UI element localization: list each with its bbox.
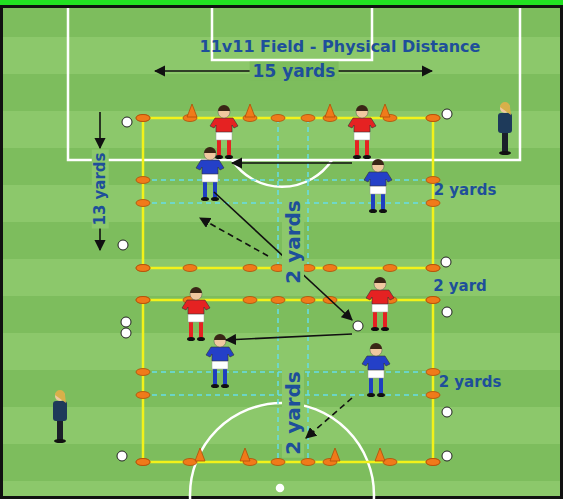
pass-arrow: [99, 112, 101, 148]
dimension-label: 2 yards: [439, 374, 502, 391]
ball: [118, 240, 128, 250]
ball: [442, 451, 452, 461]
flat-cone: [426, 459, 440, 466]
grass-stripe: [0, 333, 563, 370]
red-player: [348, 105, 376, 159]
blue-player: [206, 334, 234, 388]
flat-cone: [136, 265, 150, 272]
ball: [442, 109, 452, 119]
dimension-label: 13 yards: [92, 149, 109, 228]
tall-cone: [245, 104, 255, 117]
pass-arrow: [226, 334, 352, 340]
cyan-marker-lines: [143, 300, 433, 462]
flat-cone: [426, 265, 440, 272]
flat-cone: [136, 115, 150, 122]
ball: [441, 257, 451, 267]
flat-cone: [323, 265, 337, 272]
ball: [442, 307, 452, 317]
pass-arrow: [232, 162, 352, 164]
blue-player: [364, 159, 392, 213]
flat-cone: [136, 265, 150, 272]
ball: [122, 117, 132, 127]
flat-cone: [383, 459, 397, 466]
flat-cone: [136, 200, 150, 207]
tall-cone: [195, 448, 205, 461]
dimension-label: 2 yard: [433, 278, 487, 295]
flat-cone: [426, 369, 440, 376]
flat-cone: [426, 297, 440, 304]
ball: [117, 451, 127, 461]
flat-cone: [426, 200, 440, 207]
grass-stripe: [0, 148, 563, 185]
ball: [121, 328, 131, 338]
ball: [353, 321, 363, 331]
blue-player: [362, 343, 390, 397]
diagram-title: 11v11 Field - Physical Distance: [200, 38, 481, 56]
flat-cone: [426, 115, 440, 122]
pass-arrow: [99, 228, 101, 250]
flat-cone: [426, 297, 440, 304]
tall-cone: [375, 448, 385, 461]
flat-cone: [301, 297, 315, 304]
flat-cone: [136, 177, 150, 184]
flat-cone: [136, 297, 150, 304]
flat-cone: [136, 459, 150, 466]
dimension-label: 2 yards: [434, 182, 497, 199]
flat-cone: [136, 297, 150, 304]
tall-cone: [325, 104, 335, 117]
tall-cone: [330, 448, 340, 461]
dimension-label: 2 yards: [282, 197, 304, 287]
flat-cone: [183, 459, 197, 466]
flat-cone: [136, 459, 150, 466]
flat-cone: [271, 297, 285, 304]
grass-stripe: [0, 111, 563, 148]
blue-player: [196, 147, 224, 201]
flat-cone: [243, 297, 257, 304]
flat-cone: [426, 115, 440, 122]
flat-cone: [271, 115, 285, 122]
flat-cone: [271, 459, 285, 466]
flat-cone: [243, 265, 257, 272]
red-player: [182, 287, 210, 341]
grass-stripe: [0, 296, 563, 333]
tall-cone: [187, 104, 197, 117]
tall-cone: [380, 104, 390, 117]
flat-cone: [301, 459, 315, 466]
dimension-label: 2 yards: [282, 368, 304, 458]
frame: [2, 7, 562, 498]
ball: [442, 407, 452, 417]
ball: [121, 317, 131, 327]
run-arrow: [200, 218, 268, 256]
flat-cone: [383, 265, 397, 272]
top-band: [0, 0, 563, 5]
grid-area: [143, 300, 433, 462]
red-player: [366, 277, 394, 331]
flat-cone: [136, 115, 150, 122]
run-arrow: [306, 398, 352, 438]
flat-cone: [426, 265, 440, 272]
dimension-label: 15 yards: [250, 62, 339, 81]
flat-cone: [183, 265, 197, 272]
tall-cone: [240, 448, 250, 461]
coach: [498, 102, 512, 155]
flat-cone: [136, 392, 150, 399]
flat-cone: [426, 392, 440, 399]
coach: [53, 390, 67, 443]
flat-cone: [136, 369, 150, 376]
flat-cone: [426, 459, 440, 466]
pitch-lines: [68, 8, 520, 499]
pass-arrow: [214, 192, 352, 320]
flat-cone: [301, 115, 315, 122]
